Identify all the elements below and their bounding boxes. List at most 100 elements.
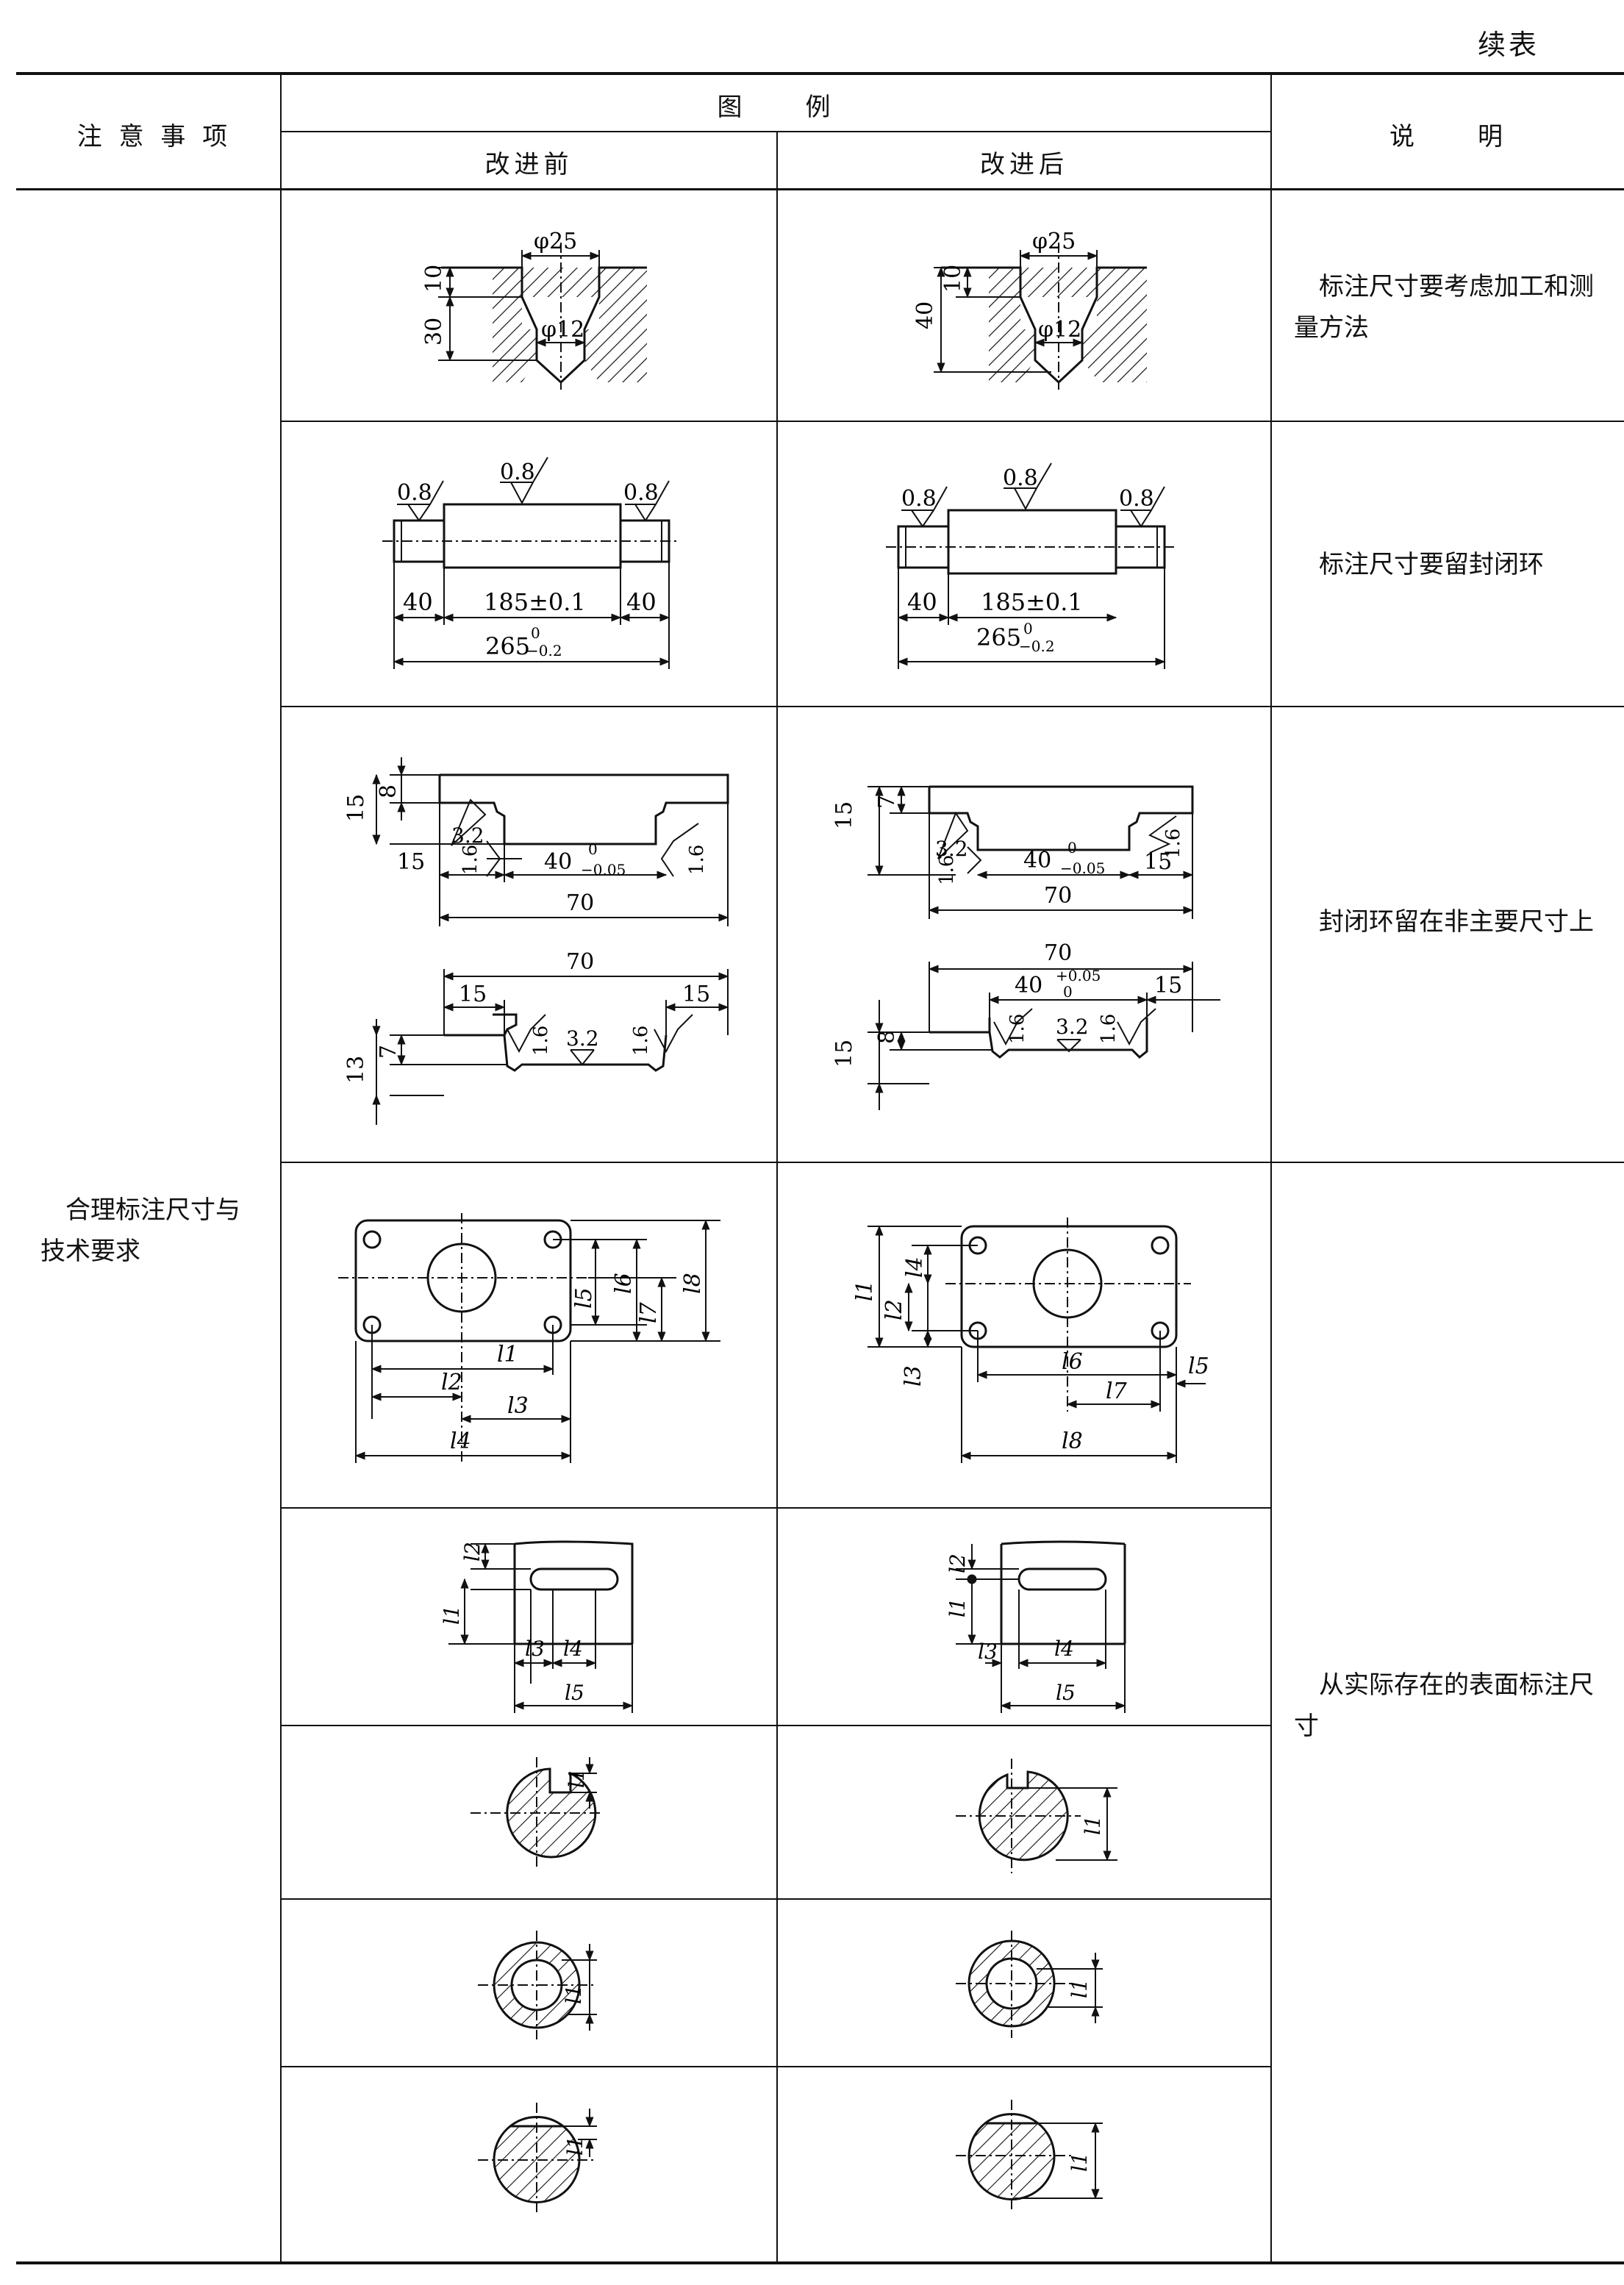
slot-l1-before: l1 — [440, 1605, 464, 1625]
slot-l5-after: l5 — [1056, 1681, 1076, 1705]
row-rule-2 — [282, 706, 1624, 707]
dim-40-left-before: 40 — [403, 588, 433, 616]
category-label: 合理标注尺寸与技术要求 — [40, 1195, 240, 1266]
l3-before: l3 — [507, 1393, 529, 1419]
block-bottom-before — [372, 969, 729, 1125]
tol-265-upper-before: 0 — [531, 624, 540, 642]
dim-7-bottom-before: 7 — [376, 1045, 401, 1059]
tol-265-upper-after: 0 — [1023, 620, 1033, 637]
l4-before: l4 — [450, 1428, 471, 1454]
ra-16a-bottom-after: 1.6 — [1006, 1014, 1029, 1044]
explanation-2: 标注尺寸要留封闭环 — [1319, 550, 1544, 579]
l2-after: l2 — [881, 1299, 907, 1320]
ra-16a-top-before: 1.6 — [459, 845, 482, 875]
row-rule-3 — [282, 1162, 1624, 1163]
shaft-after — [886, 462, 1176, 669]
ra-left-before: 0.8 — [397, 480, 432, 506]
l2-before: l2 — [441, 1370, 462, 1395]
header-before: 改进前 — [484, 150, 573, 179]
dim-phi25-after: φ25 — [1032, 229, 1076, 254]
l5-after: l5 — [1188, 1354, 1209, 1379]
slot-l1-after: l1 — [945, 1598, 970, 1617]
dim-7-top-after: 7 — [874, 795, 900, 809]
l1-before: l1 — [497, 1342, 518, 1367]
tol-40a-top-before: 0 — [588, 840, 598, 858]
dim-15-bottom-after-left: 15 — [831, 1040, 857, 1068]
continued-label: 续表 — [1478, 29, 1540, 61]
dim-10-after: 10 — [940, 265, 966, 293]
dim-40-bottom-after: 40 — [1015, 973, 1042, 998]
slot-l3-before: l3 — [525, 1637, 545, 1661]
slot-block-after — [956, 1540, 1126, 1713]
hollow-l1-after: l1 — [1067, 1978, 1092, 1998]
l1-after: l1 — [852, 1280, 878, 1301]
ra-32-bottom-before: 3.2 — [566, 1026, 599, 1051]
slot-l4-after: l4 — [1054, 1637, 1074, 1661]
ra-32-top-before: 3.2 — [451, 823, 484, 848]
flat-shaft-before — [478, 2103, 597, 2216]
explanation-3: 封闭环留在非主要尺寸上 — [1319, 907, 1594, 937]
table-top-rule — [16, 72, 1624, 75]
l3-after: l3 — [901, 1365, 926, 1387]
dim-13-bottom-before: 13 — [343, 1056, 369, 1084]
row-rule-1 — [282, 421, 1624, 422]
tol-40a-bottom-after: 0 — [1063, 983, 1073, 1001]
dim-8-top-before: 8 — [376, 784, 401, 798]
dim-70-bottom-after: 70 — [1044, 940, 1072, 966]
dim-185-after: 185±0.1 — [981, 588, 1083, 616]
hollow-shaft-before — [478, 1931, 597, 2039]
dim-40-top-after: 40 — [1023, 848, 1051, 873]
dim-15-top-after: 15 — [831, 801, 857, 829]
slot-l4-before: l4 — [563, 1637, 583, 1661]
ra-left-after: 0.8 — [901, 486, 937, 512]
tol-40c-bottom-after: +0.05 — [1056, 967, 1101, 984]
ra-right-before: 0.8 — [623, 480, 659, 506]
l7-before: l7 — [636, 1301, 662, 1323]
ra-mid-before: 0.8 — [500, 459, 535, 485]
slot-l2-after: l2 — [945, 1553, 970, 1573]
dim-70-bottom-before: 70 — [566, 949, 594, 975]
l8-before: l8 — [680, 1273, 706, 1294]
dim-15a-bottom-before: 15 — [459, 981, 487, 1007]
explanation-4: 从实际存在的表面标注尺寸 — [1294, 1670, 1594, 1741]
ra-32-top-after: 3.2 — [935, 837, 968, 861]
l8-after: l8 — [1062, 1428, 1083, 1454]
ra-16b-bottom-after: 1.6 — [1098, 1014, 1120, 1044]
keyway-l1-before: l1 — [565, 1768, 589, 1788]
block-top-before — [372, 757, 729, 926]
ra-16a-bottom-before: 1.6 — [530, 1026, 552, 1056]
ra-mid-after: 0.8 — [1003, 465, 1038, 491]
ra-16b-bottom-before: 1.6 — [630, 1026, 652, 1056]
dim-phi25-before: φ25 — [534, 229, 577, 254]
col-rule-3 — [1270, 74, 1272, 2263]
flat-l1-after: l1 — [1067, 2152, 1092, 2172]
ra-right-after: 0.8 — [1119, 486, 1154, 512]
dim-265-after: 265 — [976, 623, 1021, 651]
l5-before: l5 — [571, 1287, 597, 1309]
dim-70-top-before: 70 — [566, 890, 594, 916]
shaft-before — [382, 457, 680, 669]
dim-40-left-after: 40 — [907, 588, 937, 616]
slot-l2-before: l2 — [460, 1542, 484, 1562]
counterbore-after — [934, 243, 1147, 390]
dim-40-top-before: 40 — [544, 849, 572, 875]
dim-15-top-before: 15 — [343, 794, 369, 822]
slot-block-before — [448, 1540, 634, 1713]
dim-30-before: 30 — [421, 318, 447, 346]
dim-185-before: 185±0.1 — [484, 588, 586, 616]
header-bottom-rule — [16, 188, 1624, 190]
l6-before: l6 — [611, 1273, 637, 1294]
keyway-l1-after: l1 — [1081, 1815, 1105, 1835]
dim-15b-bottom-before: 15 — [682, 981, 710, 1007]
tol-40b-top-after: −0.05 — [1060, 859, 1105, 877]
dim-265-before: 265 — [485, 632, 530, 660]
table-bottom-rule — [16, 2261, 1624, 2264]
ra-16b-top-after: 1.6 — [1162, 829, 1184, 859]
dim-phi12-before: φ12 — [541, 317, 584, 343]
block-bottom-after — [868, 962, 1220, 1110]
counterbore-before — [438, 243, 647, 390]
plate-after — [868, 1217, 1206, 1463]
tol-265-lower-before: −0.2 — [526, 642, 562, 659]
tol-40b-top-before: −0.05 — [581, 861, 626, 879]
header-explain: 说 明 — [1389, 122, 1507, 151]
